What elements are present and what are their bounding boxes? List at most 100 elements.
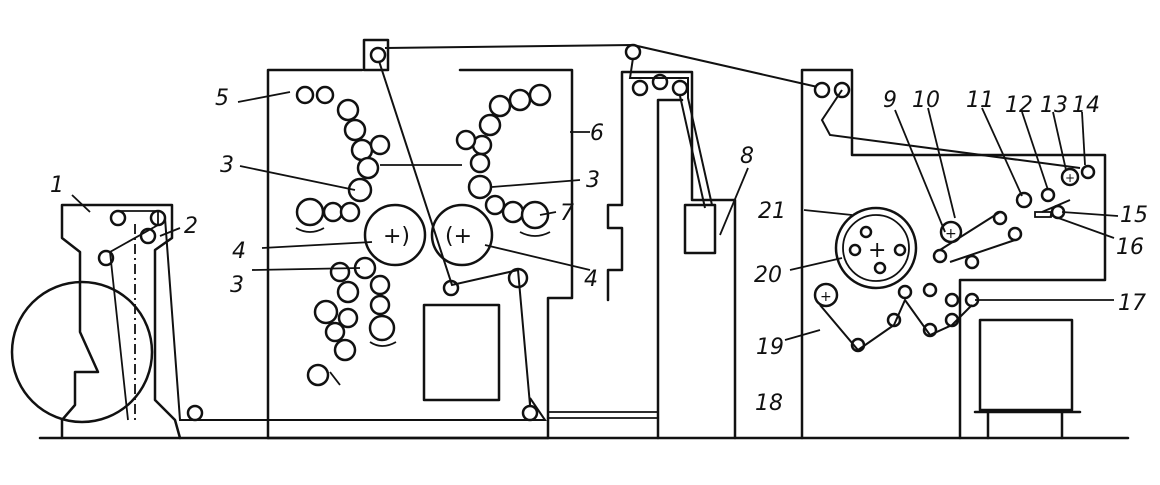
leader-line <box>1081 111 1086 166</box>
part-label: 18 <box>755 391 783 416</box>
part-label: 2 <box>184 214 198 239</box>
applicator-roll <box>484 194 506 216</box>
leader-line <box>1021 111 1049 191</box>
part-label: 7 <box>560 201 574 226</box>
paper-web <box>377 57 531 406</box>
part-label: 4 <box>232 239 246 264</box>
drive-roll <box>813 282 839 308</box>
leader-line <box>719 167 749 236</box>
leader-line <box>803 209 853 216</box>
part-label: 20 <box>754 263 782 288</box>
paper-web <box>679 95 706 209</box>
leader-line <box>251 267 361 271</box>
leader-line <box>789 257 843 271</box>
applicator-roll <box>369 274 391 296</box>
coating-pan <box>369 341 397 347</box>
applicator-roll <box>329 261 351 283</box>
impression-roll <box>363 203 427 267</box>
part-labels: 1 2 3 3 3 4 4 5 6 7 8 9 10 11 12 13 14 1… <box>50 86 1148 416</box>
leader-line <box>1052 111 1067 171</box>
guide-roll <box>521 404 539 422</box>
rewind-section: + + + + <box>800 68 1107 440</box>
applicator-roll <box>501 200 525 224</box>
roll-mark: + <box>1065 171 1075 185</box>
drying-cylinder <box>834 206 918 290</box>
leader-line <box>159 227 181 237</box>
part-label: 12 <box>1005 93 1033 118</box>
roll-mark: (+ <box>445 224 472 249</box>
leader-line <box>71 194 91 213</box>
guide-roll <box>631 79 649 97</box>
leader-line <box>927 107 956 219</box>
leader-line <box>784 329 821 341</box>
part-label: 19 <box>756 335 784 360</box>
metering-roll <box>467 174 493 200</box>
applicator-roll <box>306 363 330 387</box>
leader-lines <box>71 91 1119 341</box>
applicator-roll <box>469 152 491 174</box>
leader-line <box>981 107 1023 197</box>
applicator-roll <box>356 156 380 180</box>
part-label: 9 <box>883 88 897 113</box>
part-label: 4 <box>584 267 598 292</box>
tension-tower <box>362 38 390 72</box>
roll-mark: + <box>945 226 957 242</box>
guide-roll <box>897 284 913 300</box>
part-label: 5 <box>215 86 229 111</box>
paper-web <box>820 89 1081 169</box>
dryer-frame <box>606 70 737 440</box>
coating-unit: +) (+ <box>186 38 574 440</box>
guide-roll <box>944 292 960 308</box>
applicator-roll <box>455 129 477 151</box>
applicator-roll <box>324 321 346 343</box>
applicator-roll <box>508 88 532 112</box>
part-label: 1 <box>50 173 64 198</box>
applicator-roll <box>528 83 552 107</box>
applicator-roll <box>368 314 396 342</box>
applicator-roll <box>336 98 360 122</box>
guide-roll <box>671 79 689 97</box>
applicator-roll <box>322 201 344 223</box>
applicator-roll <box>339 201 361 223</box>
applicator-roll <box>333 338 357 362</box>
leader-line <box>239 165 356 191</box>
paper-web <box>939 199 1071 263</box>
paper-web <box>819 297 973 352</box>
part-label: 3 <box>586 168 600 193</box>
part-label: 21 <box>758 199 786 224</box>
impression-roll <box>430 203 494 267</box>
leader-line <box>484 244 591 271</box>
leader-line <box>237 91 291 103</box>
applicator-roll <box>369 294 391 316</box>
part-label: 11 <box>966 88 994 113</box>
part-label: 3 <box>220 153 234 178</box>
guide-roll <box>1040 187 1056 203</box>
guide-roll <box>1015 191 1033 209</box>
blade-holder <box>1034 211 1052 218</box>
drying-section <box>384 43 823 440</box>
part-label: 8 <box>740 144 754 169</box>
guide-roll <box>932 248 948 264</box>
guide-roll <box>1080 164 1096 180</box>
unwind-frame <box>60 203 182 440</box>
applicator-roll <box>369 134 391 156</box>
guide-roll <box>186 404 204 422</box>
paper-reel <box>10 280 154 424</box>
part-label: 14 <box>1072 93 1100 118</box>
applicator-roll <box>337 307 359 329</box>
coater-frame <box>266 68 364 440</box>
paper-web <box>628 57 713 206</box>
applicator-roll <box>313 299 339 325</box>
applicator-roll <box>520 200 550 230</box>
take-up-roll <box>1060 167 1080 187</box>
part-label: 3 <box>230 273 244 298</box>
guide-roll <box>369 46 387 64</box>
guide-roll <box>1007 226 1023 242</box>
applicator-roll <box>315 85 335 105</box>
guide-roll <box>964 254 980 270</box>
part-label: 15 <box>1120 203 1148 228</box>
cylinder-roll <box>848 243 862 257</box>
guide-roll <box>813 81 831 99</box>
part-label: 16 <box>1116 235 1144 260</box>
